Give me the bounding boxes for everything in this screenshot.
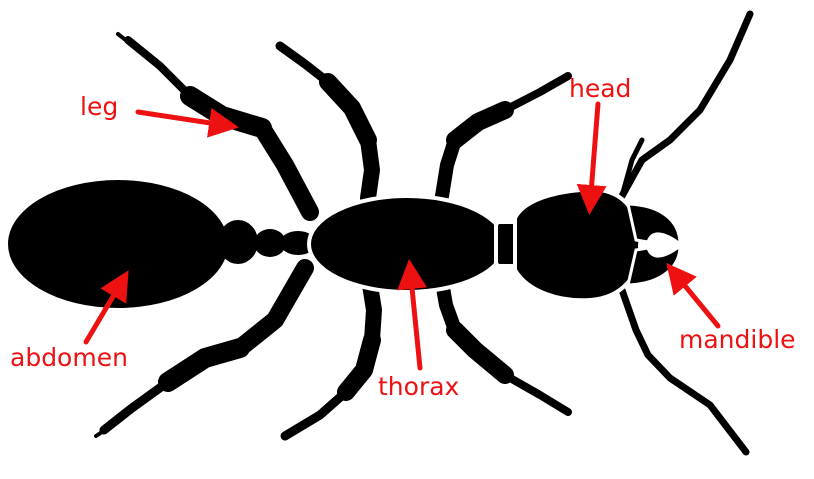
label-abdomen: abdomen [10, 343, 128, 372]
ant-leg [442, 76, 568, 196]
label-mandible: mandible [679, 325, 796, 354]
label-leg: leg [80, 92, 118, 121]
ant-thorax [309, 196, 522, 292]
label-thorax: thorax [378, 372, 459, 401]
label-head: head [569, 74, 631, 103]
ant-leg [285, 285, 374, 436]
ant-antenna [622, 14, 750, 196]
ant-antenna [622, 290, 746, 452]
ant-petiole [218, 220, 258, 264]
mandible-arrow [672, 270, 718, 326]
ant-head [515, 190, 640, 301]
ant-leg [442, 282, 568, 412]
